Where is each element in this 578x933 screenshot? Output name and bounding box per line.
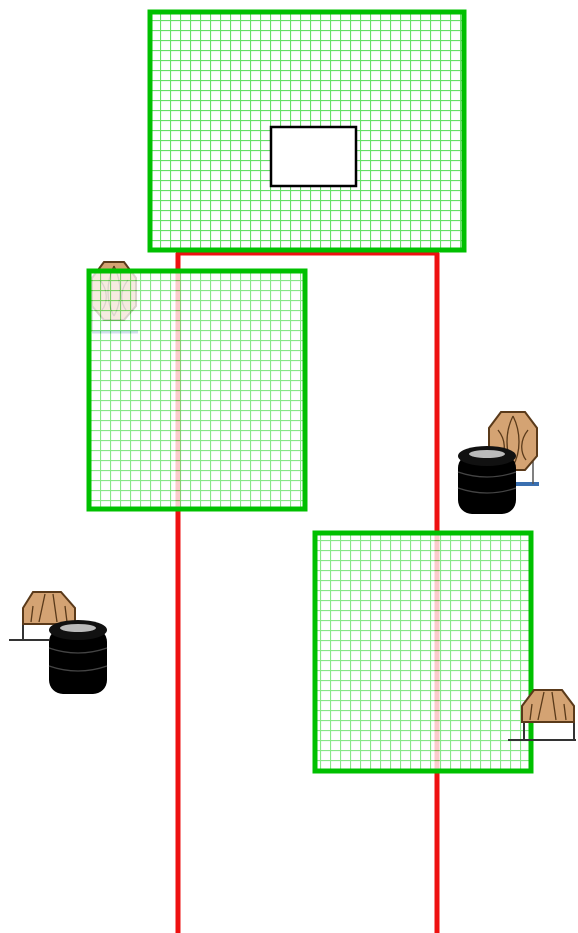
octagon-target-icon — [521, 689, 575, 723]
barrel-left — [48, 620, 108, 694]
no-shoot-zone-top — [147, 9, 467, 253]
no-shoot-zone-middle-left — [86, 268, 308, 512]
barrel-icon — [458, 454, 516, 514]
target-right-low — [508, 689, 576, 741]
barrel-icon — [49, 628, 107, 694]
shooting-box — [269, 125, 358, 188]
barrel-right — [457, 446, 517, 514]
no-shoot-zone-lower-right — [312, 530, 534, 774]
